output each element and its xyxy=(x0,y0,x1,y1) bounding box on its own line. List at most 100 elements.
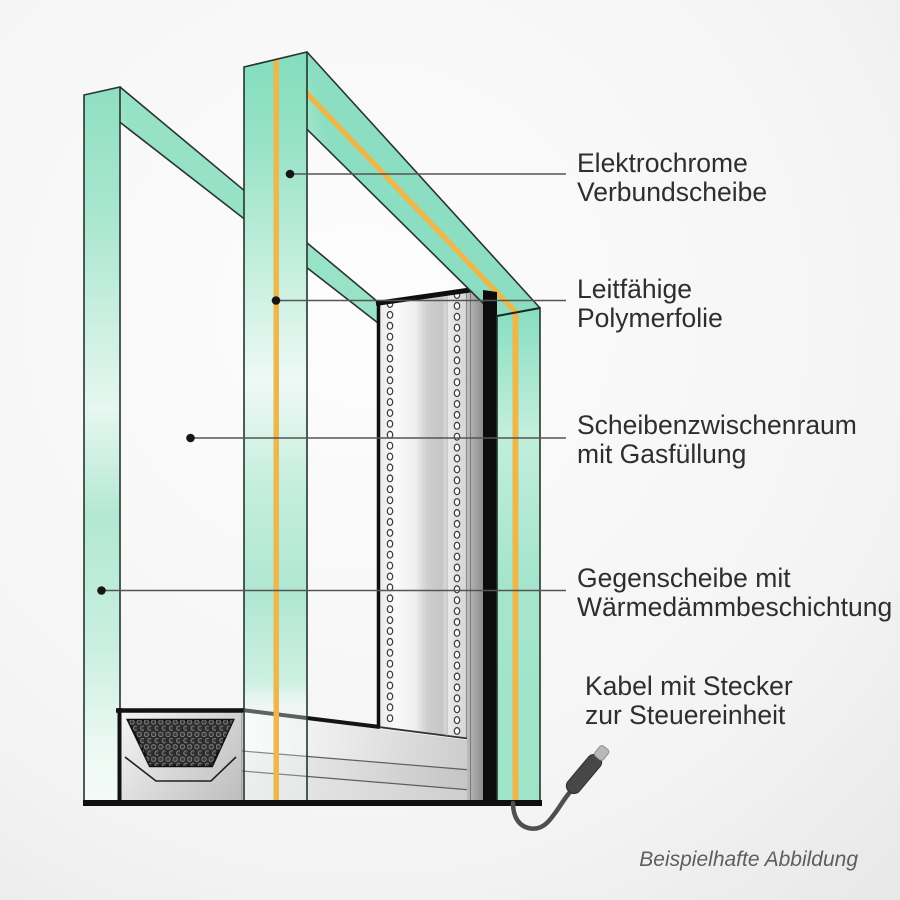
spacer-hole xyxy=(386,398,394,407)
spacer-hole xyxy=(386,648,394,657)
spacer-hole xyxy=(386,452,394,461)
footer-caption: Beispielhafte Abbildung xyxy=(639,848,858,871)
spacer-hole xyxy=(386,594,394,603)
spacer-hole xyxy=(386,528,394,537)
spacer-hole xyxy=(386,365,394,374)
polymer-film-rear-stripe xyxy=(512,311,519,803)
spacer-hole xyxy=(386,659,394,668)
spacer-hole xyxy=(453,400,461,409)
spacer-hole xyxy=(453,672,461,681)
spacer-hole xyxy=(386,496,394,505)
spacer-hole xyxy=(386,572,394,581)
plug-tip xyxy=(594,745,610,761)
label-counter-pane-line2: Wärmedämmbeschichtung xyxy=(577,592,892,622)
spacer-hole xyxy=(453,454,461,463)
spacer-hole xyxy=(453,487,461,496)
spacer-hole xyxy=(386,703,394,712)
spacer-hole xyxy=(453,585,461,594)
spacer-hole xyxy=(386,507,394,516)
polymer-film-top-stripe xyxy=(274,59,518,315)
spacer-hole xyxy=(453,301,461,310)
spacer-hole xyxy=(453,628,461,637)
spacer-hole xyxy=(453,345,461,354)
spacer-hole xyxy=(453,705,461,714)
spacer-hole xyxy=(453,410,461,419)
spacer-hole xyxy=(453,509,461,518)
spacer-hole xyxy=(386,714,394,723)
label-polymer-film-line2: Polymerfolie xyxy=(577,303,723,333)
spacer-hole xyxy=(453,519,461,528)
laminated-pane-top-edge xyxy=(243,51,541,317)
spacer-hole xyxy=(386,692,394,701)
spacer-hole xyxy=(386,419,394,428)
spacer-hole xyxy=(453,617,461,626)
spacer-bar-side xyxy=(467,289,484,802)
spacer-hole xyxy=(453,726,461,735)
spacer-hole xyxy=(386,387,394,396)
counter-pane-top-edge-line-lower xyxy=(84,94,379,324)
spacer-hole xyxy=(453,334,461,343)
spacer-hole xyxy=(453,421,461,430)
spacer-hole xyxy=(453,476,461,485)
spacer-hole xyxy=(453,530,461,539)
plug xyxy=(565,745,610,795)
spacer-hole xyxy=(386,670,394,679)
annotation-labels: Elektrochrome Verbundscheibe Leitfähige … xyxy=(577,148,892,730)
label-cable-line1: Kabel mit Stecker xyxy=(585,671,793,701)
annotation-leaders xyxy=(97,169,566,595)
label-counter-pane-line1: Gegenscheibe mit xyxy=(577,563,791,593)
spacer-hole xyxy=(453,683,461,692)
spacer-profile-bevel xyxy=(124,756,237,782)
spacer-hole xyxy=(453,389,461,398)
spacer-hole xyxy=(453,498,461,507)
spacer-hole xyxy=(453,432,461,441)
leader-dot-polymer-film xyxy=(271,296,281,305)
laminated-rear-top-line xyxy=(496,307,541,317)
laminated-pane-rear-edge xyxy=(496,307,541,803)
leader-dot-counter-pane xyxy=(97,586,106,595)
leader-dot-laminated-pane xyxy=(285,169,295,179)
spacer-hole xyxy=(386,376,394,385)
spacer-hole xyxy=(453,716,461,725)
spacer-bar xyxy=(375,287,484,802)
spacer-hole xyxy=(386,605,394,614)
spacer-hole xyxy=(386,441,394,450)
spacer-hole xyxy=(386,321,394,330)
spacer-hole xyxy=(386,354,394,363)
spacer-hole xyxy=(453,650,461,659)
spacer-hole xyxy=(453,661,461,670)
spacer-hole xyxy=(386,626,394,635)
spacer-hole xyxy=(386,637,394,646)
spacer-hole xyxy=(386,561,394,570)
spacer-hole xyxy=(386,430,394,439)
spacer-hole xyxy=(453,465,461,474)
counter-pane-front-edge xyxy=(83,86,121,803)
spacer-hole xyxy=(453,312,461,321)
spacer-perforations-left xyxy=(386,300,394,723)
spacer-hole xyxy=(386,310,394,319)
spacer-hole xyxy=(453,541,461,550)
spacer-hole xyxy=(386,343,394,352)
laminated-top-edge-line-upper xyxy=(306,51,541,309)
spacer-hole xyxy=(453,574,461,583)
spacer-hole xyxy=(453,356,461,365)
spacer-hole xyxy=(386,517,394,526)
cable-assembly xyxy=(510,745,610,831)
desiccant-granules xyxy=(128,720,233,766)
unit-bottom-edge xyxy=(83,800,542,806)
spacer-hole xyxy=(386,409,394,418)
label-laminated-pane-line1: Elektrochrome xyxy=(577,148,748,178)
spacer-hole xyxy=(386,550,394,559)
label-polymer-film-line1: Leitfähige xyxy=(577,274,692,304)
edge-seal xyxy=(483,290,497,802)
cable-wire xyxy=(510,789,573,831)
spacer-hole xyxy=(386,616,394,625)
polymer-film-front-stripe xyxy=(273,59,279,803)
spacer-hole xyxy=(386,332,394,341)
spacer-hole xyxy=(453,563,461,572)
spacer-hole xyxy=(453,323,461,332)
spacer-hole xyxy=(453,367,461,376)
spacer-hole xyxy=(453,694,461,703)
